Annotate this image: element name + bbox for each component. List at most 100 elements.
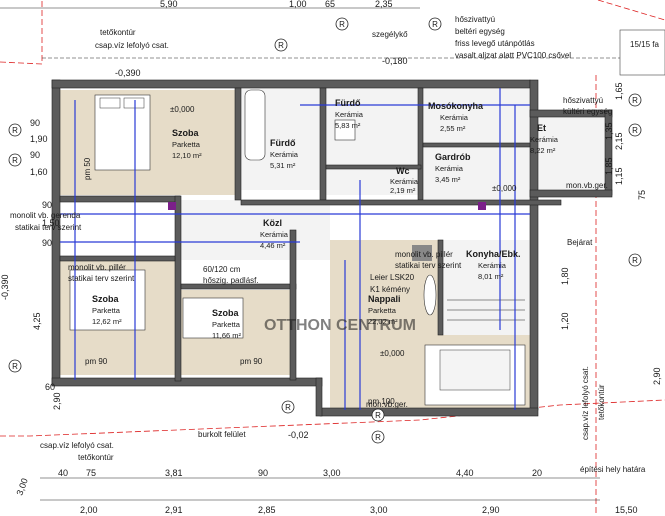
room-name: Fürdő — [270, 138, 296, 148]
axis-marker-left-2[interactable] — [8, 153, 22, 167]
level-zero-1: ±0,000 — [170, 105, 195, 114]
room-name: Szoba — [92, 294, 119, 304]
axis-marker-top-1[interactable] — [335, 17, 349, 31]
dim-left-4: 1,60 — [30, 167, 48, 177]
axis-label-left-2: R — [12, 156, 18, 165]
axis-marker-right-3[interactable] — [628, 253, 642, 267]
axis-label-left-1: R — [12, 126, 18, 135]
floor-et — [530, 110, 610, 190]
dim-bottom-1g: 20 — [532, 468, 542, 478]
axis-marker-right-1[interactable] — [628, 93, 642, 107]
dim-bottom-1a: 40 — [58, 468, 68, 478]
wall-step — [315, 377, 323, 417]
wall-et-bottom — [529, 189, 613, 198]
note-monolit-1: monolit vb. gerenda — [10, 211, 81, 220]
note-tetokontur-right: tetőkontúr — [597, 384, 606, 420]
room-area: 5,83 m² — [335, 121, 361, 130]
room-name: Fürdő — [335, 98, 361, 108]
dim-bottom-1b: 75 — [86, 468, 96, 478]
bathtub — [244, 89, 266, 161]
note-monolit-5: monolit vb. pillér — [395, 250, 453, 259]
level-left: -0,390 — [0, 274, 10, 300]
room-wc: Wc Kerámia 2,19 m² — [390, 166, 419, 195]
level-zero-3: ±0,000 — [492, 184, 517, 193]
axis-label-right-2: R — [632, 126, 638, 135]
dim-left-7: 1,50 — [42, 218, 60, 228]
room-area: 22,02 m² — [368, 317, 398, 326]
level-top-mid: -0,180 — [382, 56, 408, 66]
dim-bottom-1e: 3,00 — [323, 468, 341, 478]
bed-2 — [69, 269, 146, 331]
axis-marker-top-2[interactable] — [428, 17, 442, 31]
dim-right-5: 1,15 — [614, 167, 624, 185]
room-floor: Kerámia — [260, 230, 289, 239]
room-gardrob: Gardrób Kerámia 3,45 m² — [435, 152, 471, 184]
wall-corridor — [240, 199, 562, 206]
dim-left-5: 4,25 — [32, 312, 42, 330]
room-area: 4,46 m² — [260, 241, 286, 250]
note-csapviz-right: csap.víz lefolyó csat. — [581, 366, 590, 440]
axis-label-bottom-3: R — [285, 403, 291, 412]
floor-gardrob — [420, 145, 530, 200]
room-name: Konyha/Ebk. — [466, 249, 521, 259]
dim-left-9: 60 — [45, 382, 55, 392]
room-name: Nappali — [368, 294, 401, 304]
dim-left-6: 90 — [42, 200, 52, 210]
axis-marker-bottom-2[interactable] — [371, 430, 385, 444]
dim-right-2: 2,15 — [614, 132, 624, 150]
axis-marker-left-1[interactable] — [8, 123, 22, 137]
dim-right-6: 75 — [637, 190, 647, 200]
room-name: Mosókonyha — [428, 101, 484, 111]
dining-chair — [423, 274, 437, 316]
dim-left-1: 90 — [30, 118, 40, 128]
room-area: 2,55 m² — [440, 124, 466, 133]
axis-marker-bottom-1[interactable] — [371, 408, 385, 422]
pillow-1b — [123, 97, 145, 109]
room-area: 11,66 m² — [212, 331, 242, 340]
axis-marker-right-2[interactable] — [628, 123, 642, 137]
note-hoszivattyu-4: vasalt aljzat alatt PVC100 csővel — [455, 51, 571, 60]
note-tetokontur: tetőkontúr — [100, 28, 136, 37]
wall-szoba-kozl — [59, 195, 181, 203]
pillar-1 — [168, 202, 176, 210]
dim-right-7: 1,80 — [560, 267, 570, 285]
dim-bottom-2a: 2,00 — [80, 505, 98, 515]
axis-marker-bottom-3[interactable] — [281, 400, 295, 414]
note-burkolt: burkolt felület — [198, 430, 246, 439]
room-floor: Parketta — [172, 140, 201, 149]
room-name: Szoba — [212, 308, 239, 318]
sofa-inner — [439, 349, 511, 391]
room-name: Et — [537, 123, 546, 133]
note-monolit-2: statikai terv szerint — [15, 223, 82, 232]
room-name: Közl — [263, 218, 282, 228]
dim-left-8: 90 — [42, 238, 52, 248]
room-floor: Kerámia — [530, 135, 559, 144]
bottom-dimensions: 40 75 3,81 90 3,00 4,40 20 2,00 2,91 2,8… — [58, 468, 638, 515]
note-monolit-4: statikai terv szerint — [68, 274, 135, 283]
level-bottom: -0,02 — [288, 430, 309, 440]
note-mon-vb-1: mon.vb.ger. — [366, 400, 408, 409]
dim-top-1: 5,90 — [160, 0, 178, 9]
axis-label-bottom-2: R — [375, 433, 381, 442]
dim-left-2: 1,90 — [30, 134, 48, 144]
axis-marker-top-3[interactable] — [274, 38, 288, 52]
dim-top-4: 2,35 — [375, 0, 393, 9]
room-floor: Kerámia — [440, 113, 469, 122]
room-floor: Kerámia — [390, 177, 419, 186]
dim-left-3: 90 — [30, 150, 40, 160]
left-dimensions: 90 1,90 90 1,60 4,25 90 1,50 90 60 2,90 — [30, 118, 62, 410]
note-kulteri-1: hőszivattyú — [563, 96, 603, 105]
note-szegelyko: szegélykő — [372, 30, 408, 39]
note-hoszivattyu-3: friss levegő utánpótlás — [455, 39, 535, 48]
note-leier: Leier LSK20 — [370, 273, 415, 282]
axis-marker-left-3[interactable] — [8, 359, 22, 373]
axis-label-left-3: R — [12, 362, 18, 371]
dim-bottom-2d: 3,00 — [370, 505, 388, 515]
level-zero-2: ±0,000 — [380, 349, 405, 358]
room-floor: Parketta — [212, 320, 241, 329]
room-nappali: Nappali Parketta 22,02 m² — [368, 294, 401, 326]
wall-bottom-left — [51, 377, 323, 387]
dim-right-8: 1,20 — [560, 312, 570, 330]
axis-markers[interactable] — [8, 17, 642, 444]
